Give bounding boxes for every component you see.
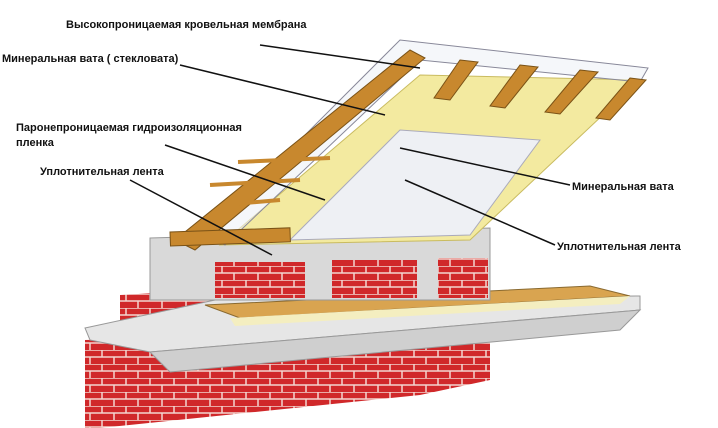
rafters	[169, 49, 648, 251]
label-mineral-wool-right: Минеральная вата	[572, 181, 674, 193]
label-mineral-wool-glass: Минеральная вата ( стекловата)	[2, 53, 179, 65]
label-sealing-tape-left: Уплотнительная лента	[40, 166, 164, 178]
battens	[209, 156, 331, 207]
label-vapor-barrier-line1: Паронепроницаемая гидроизоляционная	[16, 122, 242, 134]
label-membrane: Высокопроницаемая кровельная мембрана	[66, 19, 307, 31]
concrete-ring-beam	[149, 227, 491, 301]
leader-lines	[129, 44, 571, 256]
label-vapor-barrier-line2: пленка	[16, 137, 54, 149]
floor-slab	[84, 285, 642, 373]
label-sealing-tape-right: Уплотнительная лента	[557, 241, 681, 253]
